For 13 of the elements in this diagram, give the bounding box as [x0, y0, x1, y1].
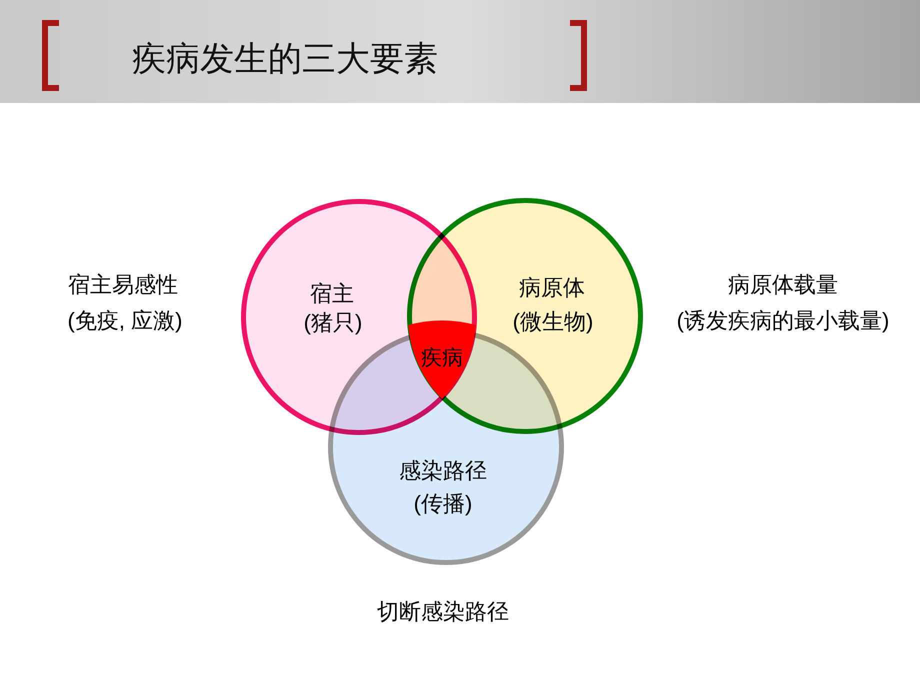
- circle-label: 感染路径: [399, 460, 487, 482]
- annotation-text: 病原体载量: [728, 274, 838, 296]
- circle-label: (微生物): [512, 311, 594, 333]
- annotation-text: (诱发疾病的最小载量): [676, 310, 890, 332]
- annotation-text: 切断感染路径: [377, 601, 509, 623]
- annotation-text: 宿主易感性: [68, 274, 178, 296]
- circle-label: 宿主: [310, 283, 354, 305]
- overlap-label: 疾病: [421, 348, 463, 368]
- circle-label: 病原体: [519, 277, 585, 299]
- circle-label: (传播): [414, 493, 472, 515]
- slide-title: 疾病发生的三大要素: [132, 42, 438, 76]
- annotation-text: (免疫, 应激): [68, 310, 182, 332]
- circle-label: (猪只): [304, 312, 362, 334]
